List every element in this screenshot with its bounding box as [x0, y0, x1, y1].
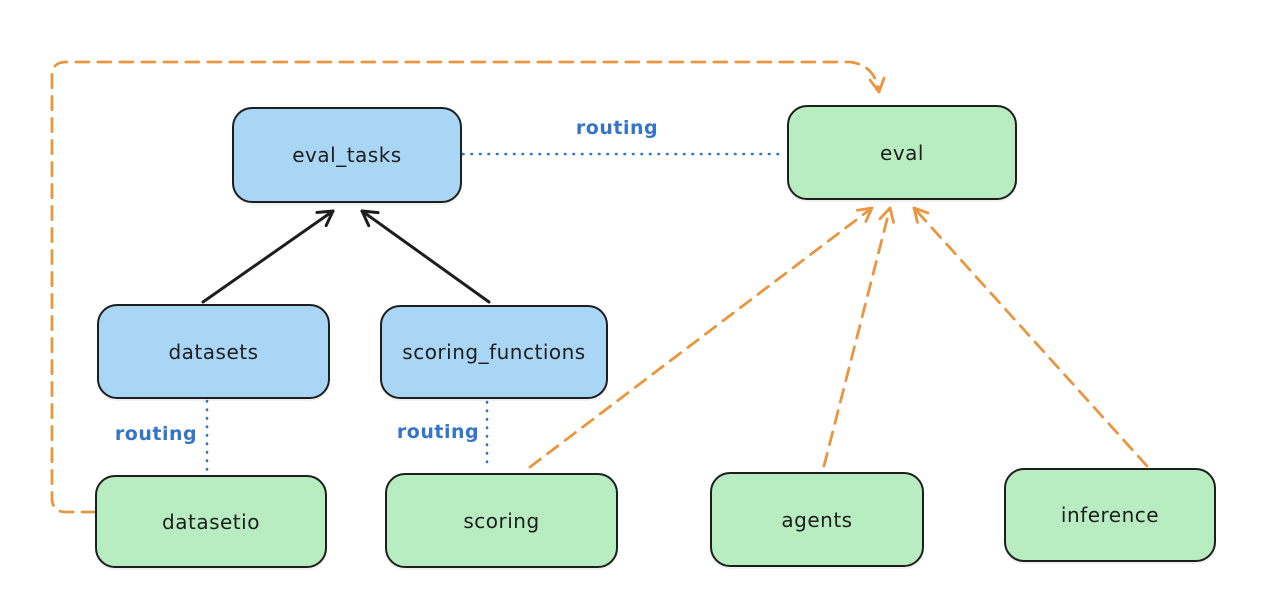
node-label: datasetio — [162, 509, 260, 534]
node-scoring: scoring — [385, 473, 618, 568]
edge-label-routing-scoring_functions-scoring: routing — [396, 421, 480, 443]
node-scoring-functions: scoring_functions — [380, 305, 608, 399]
node-agents: agents — [710, 472, 924, 567]
node-datasets: datasets — [97, 304, 330, 399]
edge-label-routing-datasets-datasetio: routing — [114, 423, 198, 445]
node-inference: inference — [1004, 468, 1216, 562]
node-label: eval — [880, 140, 924, 165]
node-eval-tasks: eval_tasks — [232, 107, 462, 203]
edge-inference-to-eval — [912, 206, 1149, 468]
node-eval: eval — [787, 105, 1017, 200]
node-label: scoring — [463, 508, 540, 533]
node-label: agents — [781, 507, 853, 532]
node-datasetio: datasetio — [95, 475, 327, 568]
node-label: eval_tasks — [292, 143, 402, 167]
node-label: datasets — [168, 339, 259, 364]
edge-scoring_functions-to-eval_tasks — [360, 209, 491, 304]
node-label: inference — [1060, 503, 1160, 527]
node-label: scoring_functions — [402, 340, 586, 364]
edge-label-routing-eval_tasks-eval: routing — [575, 117, 659, 139]
edge-agents-to-eval — [822, 206, 895, 468]
edge-datasets-to-eval_tasks — [201, 209, 335, 304]
